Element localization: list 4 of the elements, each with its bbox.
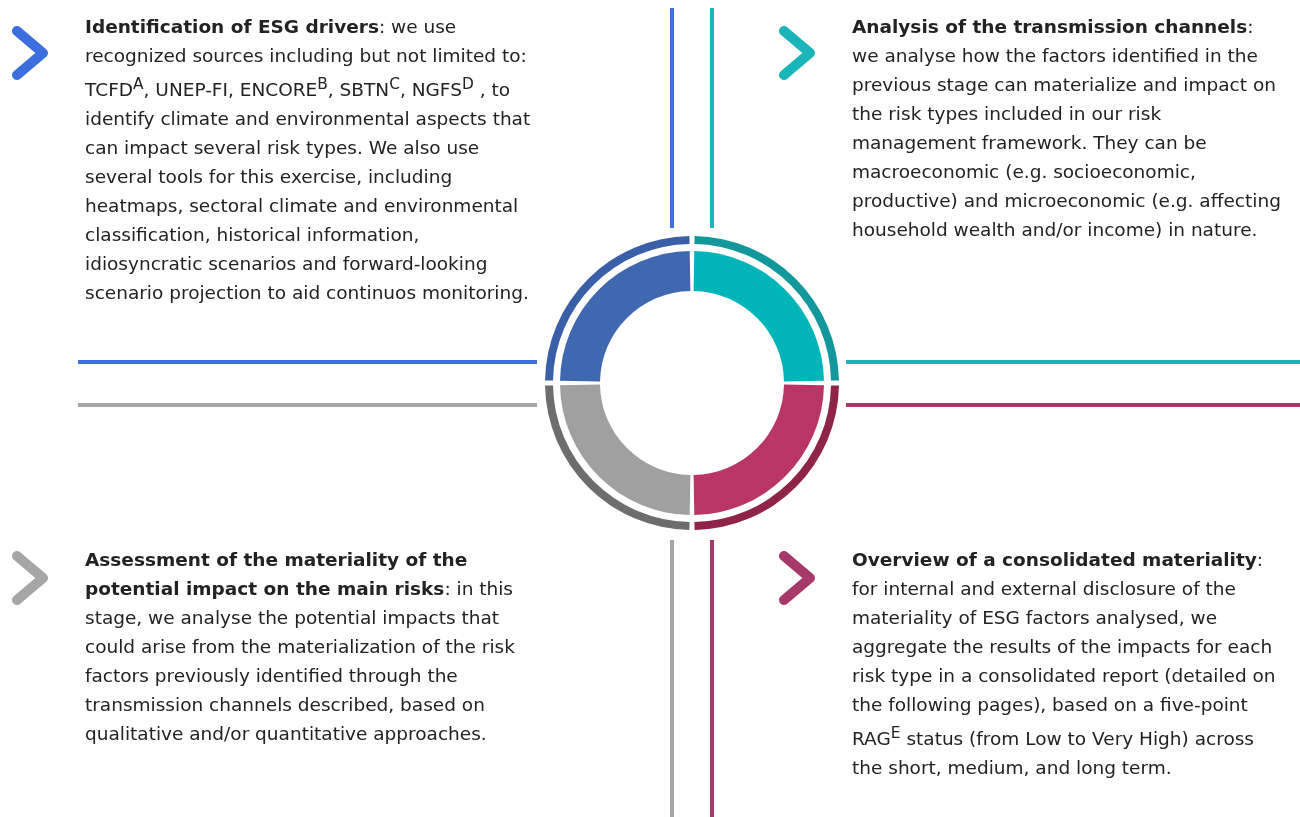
description-paragraph: Identification of ESG drivers: we use recognized sources including but not limited to: TCFD$^{A}$, UNEP-FI, ENCORE$^{B}$, SBTN$^{C}$, NGFS$^{D}$ , to identify climate and environmental aspects that can impact several risk types. We also use several tools for this exercise, including heatmaps, sectoral climate and environmental classification, historical information, idiosyncratic scenarios and forward-looking scenario projection to aid continuos monitoring.	[85, 15, 532, 306]
description-paragraph: Overview of a consolidated materiality: for internal and external disclosure of the materiality of ESG factors analysed, we aggregate the results of the impacts for each risk type in a consolidated report (detailed on the following pages), based on a five-point RAG$^{E}$ status (from Low to Very High) across the short, medium, and long term.	[852, 548, 1277, 781]
description-paragraph: Assessment of the materiality of the potential impact on the main risks: in this stage, we analyse the potential impacts that could arise from the materialization of the risk factors previously identified through the transmission channels described, based on qualitative and/or quantitative approaches.	[85, 548, 516, 746]
description-paragraph: Analysis of the transmission channels: we analyse how the factors identified in the previous stage can materialize and impact on the risk types included in our risk management framework. They can be macroeconomic (e.g. socioeconomic, productive) and microeconomic (e.g. affecting household wealth and/or income) in nature.	[852, 15, 1282, 242]
